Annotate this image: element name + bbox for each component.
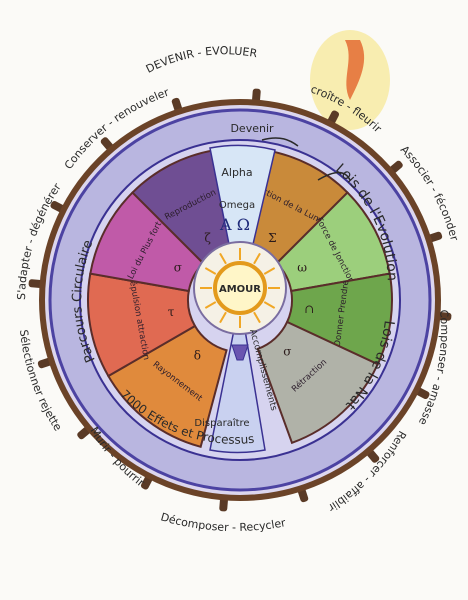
chalice-icon bbox=[231, 344, 249, 361]
sun-ray bbox=[263, 301, 276, 309]
segment-symbol-reproduction: ζ bbox=[204, 231, 211, 245]
sun-rays bbox=[200, 248, 280, 328]
bottom-wedge bbox=[209, 299, 266, 454]
segment-force bbox=[275, 191, 391, 293]
segment-symbol-attraction: Σ bbox=[268, 231, 276, 245]
curve-arrow-top bbox=[261, 137, 299, 147]
sun-ray bbox=[219, 311, 227, 324]
segment-symbol-donner: ∩ bbox=[304, 302, 314, 316]
segment-symbol-rayonnement: δ bbox=[194, 349, 201, 363]
segment-symbol-repulsion: τ bbox=[168, 305, 175, 319]
top-wedge bbox=[209, 144, 276, 301]
segment-repulsion bbox=[87, 272, 197, 378]
alpha-label: Alpha bbox=[221, 166, 252, 179]
sun-ray bbox=[263, 267, 276, 275]
curve-arrow-right bbox=[317, 171, 351, 181]
segment-symbol-loi: σ bbox=[174, 261, 182, 275]
outer-label-bottom: Décomposer - Recycler bbox=[159, 510, 287, 534]
sun-ray bbox=[253, 311, 261, 324]
segment-rayonnement bbox=[106, 324, 228, 449]
flame-icon bbox=[345, 40, 365, 100]
outer-b-text: Décomposer - Recycler bbox=[159, 510, 287, 534]
sun-ray bbox=[204, 301, 217, 309]
segment-retraction bbox=[256, 320, 380, 445]
omega-label: Omega bbox=[219, 200, 255, 211]
segment-symbol-force: ω bbox=[297, 261, 307, 275]
sun-ray bbox=[204, 267, 217, 275]
ring-label-top: Devenir bbox=[230, 122, 274, 135]
outer-label-top: DEVENIR - EVOLUER bbox=[144, 44, 259, 76]
amour-label: AMOUR bbox=[219, 284, 261, 295]
segment-symbol-retraction: σ bbox=[283, 345, 291, 359]
sun-ray bbox=[253, 252, 261, 265]
segment-donner bbox=[285, 272, 393, 366]
segment-loi bbox=[89, 191, 205, 293]
outer-top-text: DEVENIR - EVOLUER bbox=[144, 44, 259, 76]
sun-ray bbox=[219, 252, 227, 265]
alpha-omega-symbols: Α Ω bbox=[219, 215, 250, 234]
amour-sun bbox=[213, 261, 267, 315]
disparaitre-label: Disparaître bbox=[194, 417, 249, 429]
